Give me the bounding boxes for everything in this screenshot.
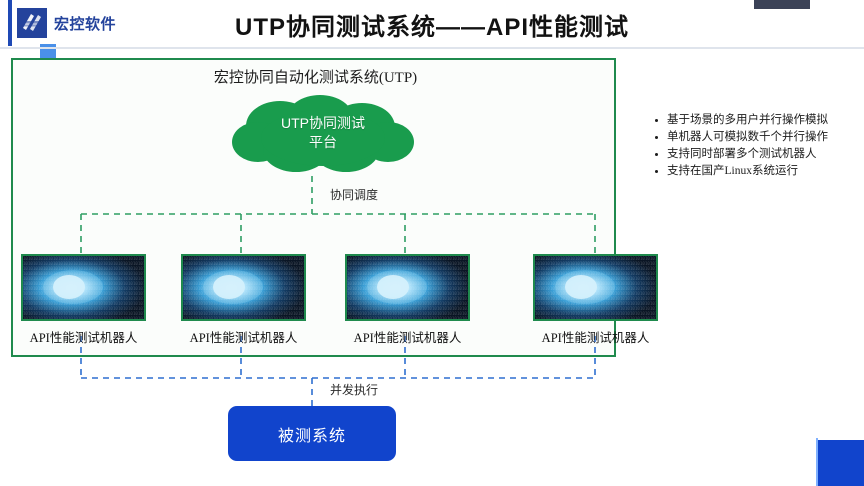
execute-link-label: 并发执行 bbox=[330, 383, 379, 397]
bullet-text: 支持同时部署多个测试机器人 bbox=[667, 148, 817, 160]
list-item: 基于场景的多用户并行操作模拟 bbox=[655, 112, 860, 128]
digital-tunnel-thumbnail: 10 bbox=[21, 254, 146, 321]
robot-caption: API性能测试机器人 bbox=[353, 331, 462, 345]
slide-header: 宏控软件 UTP协同测试系统——API性能测试 bbox=[0, 0, 864, 58]
logo-accent-rail bbox=[8, 0, 12, 46]
robot-caption: API性能测试机器人 bbox=[541, 331, 650, 345]
cloud-shape-icon bbox=[232, 95, 414, 172]
schedule-link-label: 协同调度 bbox=[330, 188, 379, 202]
robot-caption: API性能测试机器人 bbox=[29, 331, 138, 345]
bullet-dot-icon bbox=[655, 153, 658, 156]
bullet-dot-icon bbox=[655, 119, 658, 122]
bottom-right-accent-square bbox=[816, 438, 864, 486]
robot-node-2[interactable]: API性能测试机器人 bbox=[181, 254, 306, 346]
digital-tunnel-thumbnail bbox=[533, 254, 658, 321]
brand-logo[interactable]: 宏控软件 bbox=[17, 8, 116, 38]
cloud-label-line1: UTP协同测试 bbox=[281, 115, 365, 131]
top-right-accent-bar bbox=[754, 0, 810, 9]
system-under-test-label: 被测系统 bbox=[277, 427, 346, 445]
hongkong-software-logo-icon bbox=[17, 8, 47, 38]
list-item: 支持在国产Linux系统运行 bbox=[655, 163, 860, 179]
cloud-label: UTP协同测试 平台 bbox=[228, 114, 418, 152]
robot-node-4[interactable]: API性能测试机器人 bbox=[533, 254, 658, 346]
header-divider bbox=[0, 47, 864, 49]
feature-bullet-list: 基于场景的多用户并行操作模拟 单机器人可模拟数千个并行操作 支持同时部署多个测试… bbox=[655, 112, 860, 180]
system-container-title: 宏控协同自动化测试系统(UTP) bbox=[213, 70, 418, 86]
brand-name: 宏控软件 bbox=[54, 15, 117, 33]
bullet-text: 支持在国产Linux系统运行 bbox=[667, 165, 798, 177]
page-title: UTP协同测试系统——API性能测试 bbox=[234, 14, 629, 41]
robot-caption: API性能测试机器人 bbox=[189, 331, 298, 345]
list-item: 单机器人可模拟数千个并行操作 bbox=[655, 129, 860, 145]
digital-tunnel-thumbnail bbox=[181, 254, 306, 321]
digital-tunnel-thumbnail bbox=[345, 254, 470, 321]
list-item: 支持同时部署多个测试机器人 bbox=[655, 146, 860, 162]
robot-node-3[interactable]: API性能测试机器人 bbox=[345, 254, 470, 346]
bullet-dot-icon bbox=[655, 136, 658, 139]
robot-node-1[interactable]: 10 API性能测试机器人 bbox=[21, 254, 146, 346]
utp-platform-cloud[interactable]: UTP协同测试 平台 bbox=[228, 94, 418, 176]
bullet-dot-icon bbox=[655, 170, 658, 173]
bullet-text: 基于场景的多用户并行操作模拟 bbox=[667, 114, 828, 126]
cloud-label-line2: 平台 bbox=[309, 134, 337, 150]
bullet-text: 单机器人可模拟数千个并行操作 bbox=[667, 131, 828, 143]
system-under-test-box[interactable]: 被测系统 bbox=[228, 406, 396, 461]
